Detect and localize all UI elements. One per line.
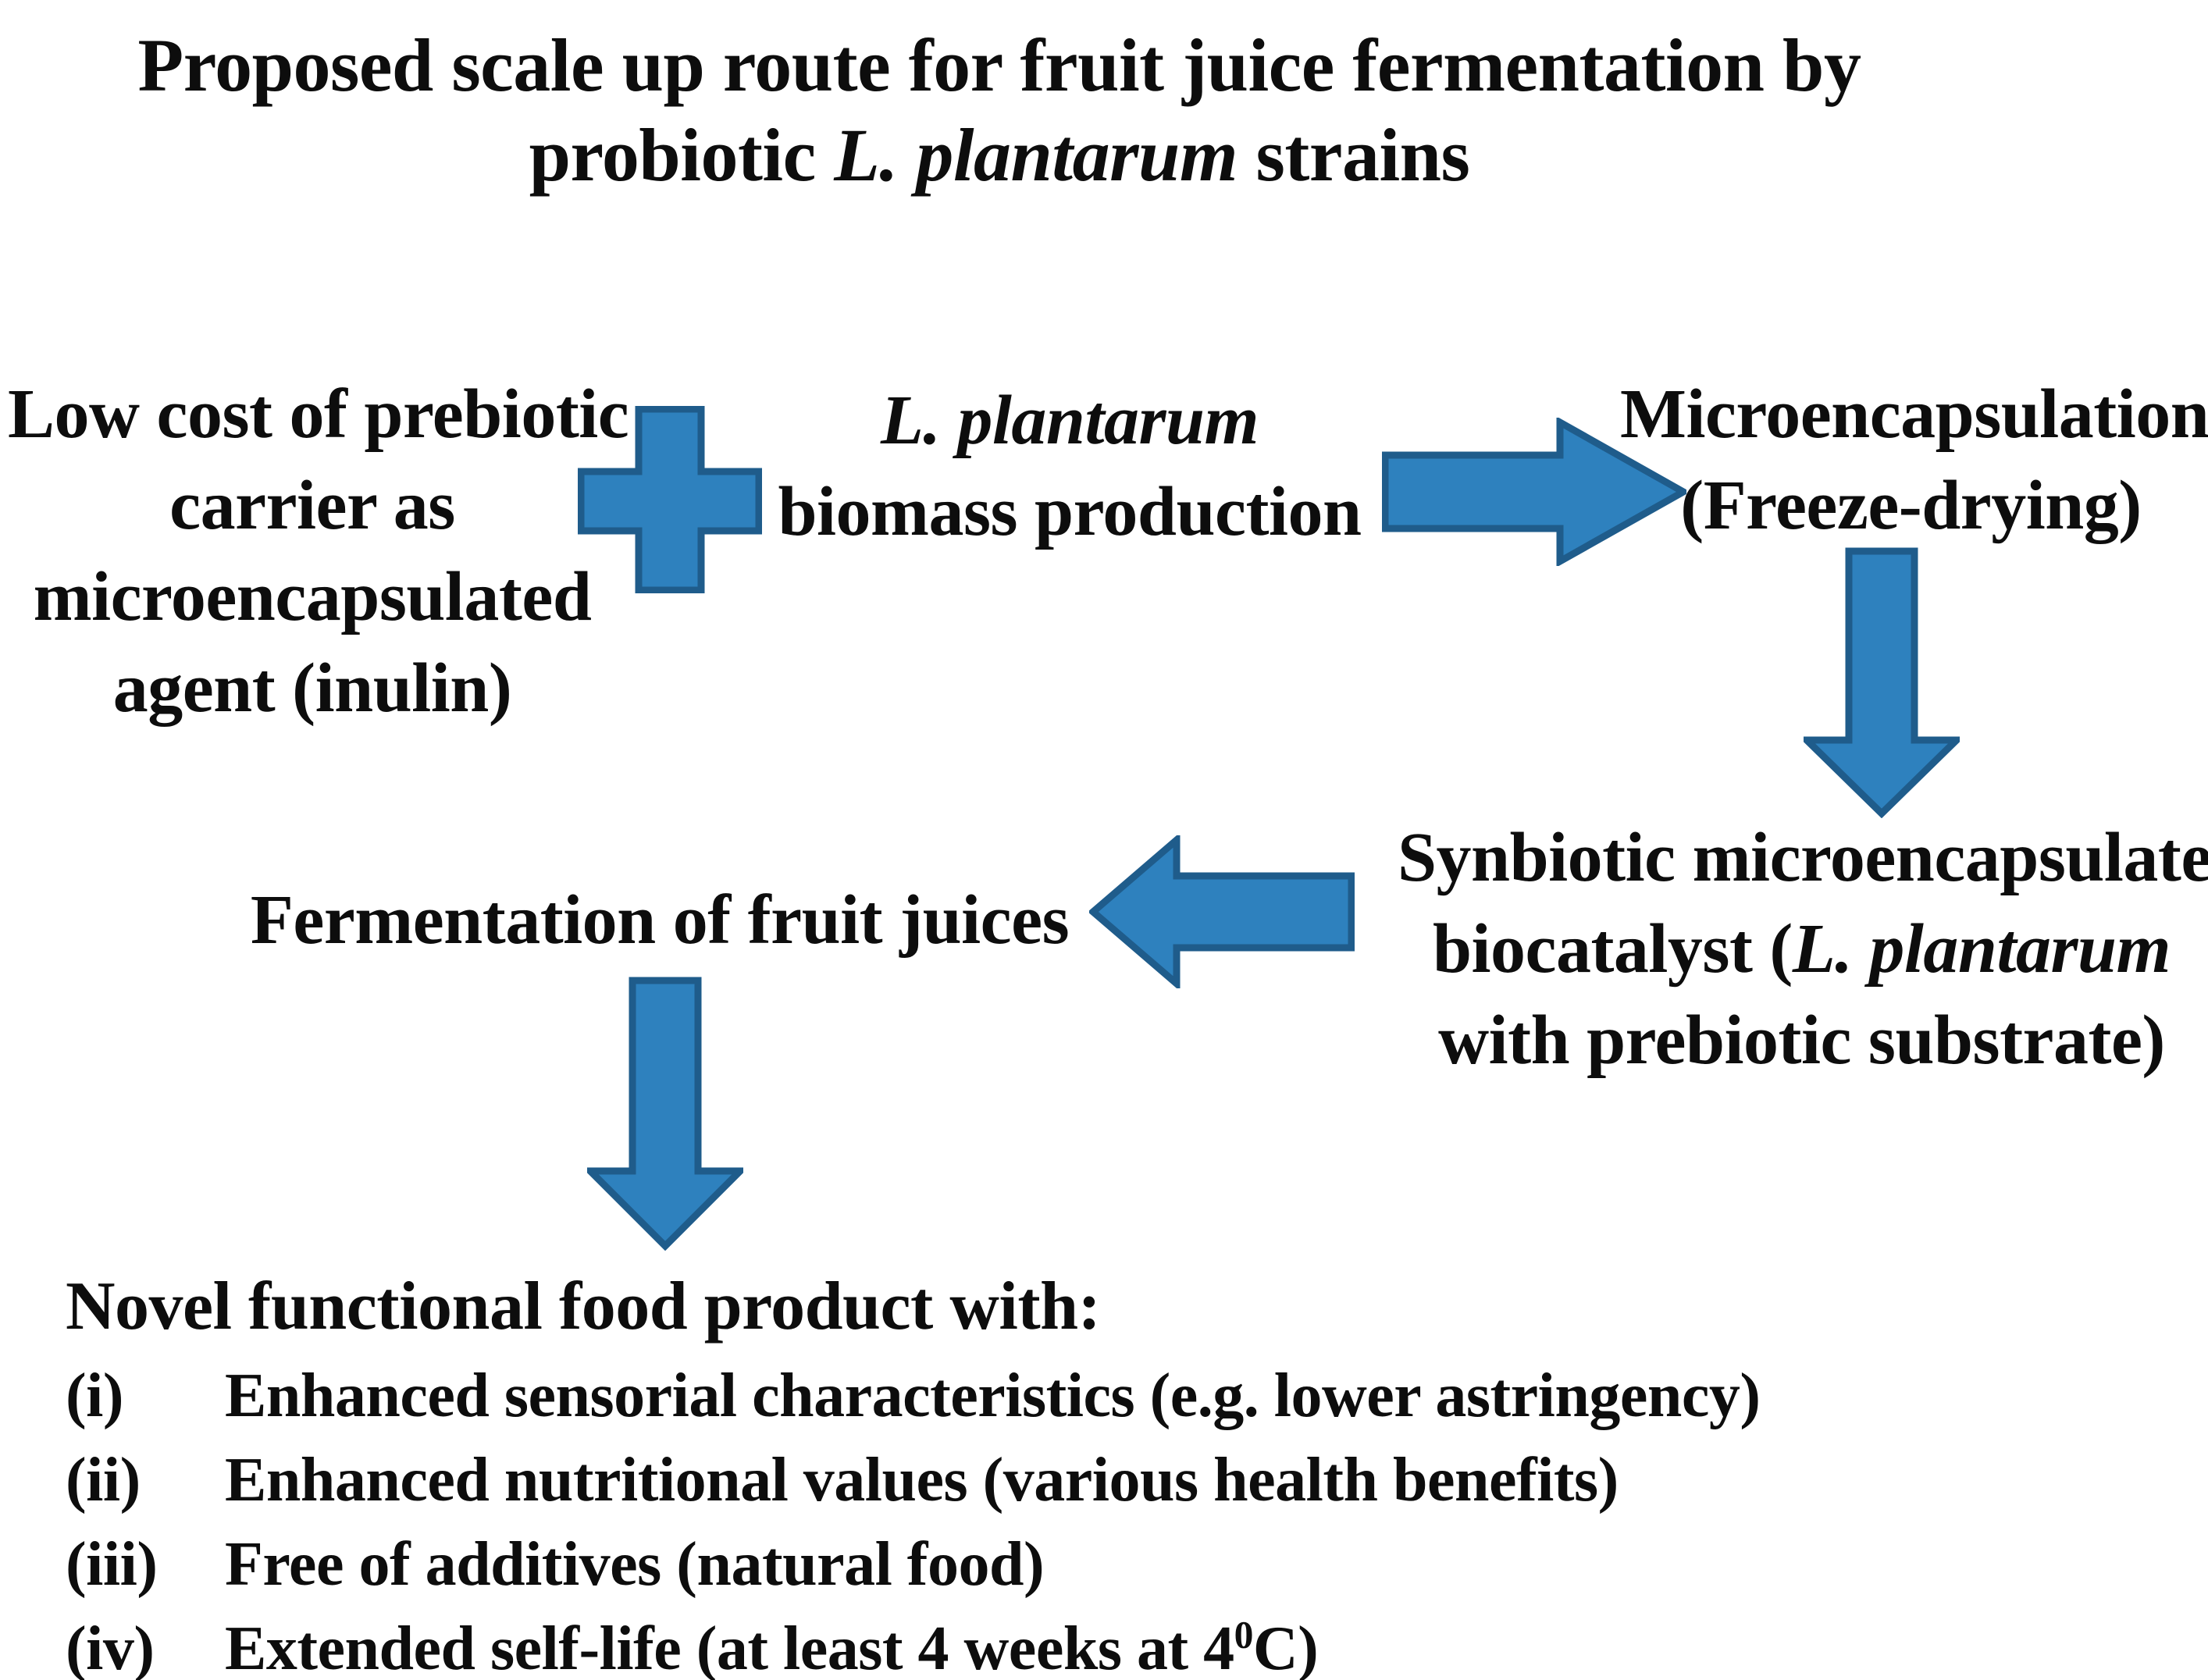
node-fermentation-line-1: Fermentation of fruit juices	[250, 881, 1070, 959]
node-microencapsulation-line-2: (Freeze-drying)	[1680, 467, 2142, 544]
list-item-marker: (ii)	[66, 1446, 141, 1515]
arrow-left-icon	[1089, 835, 1355, 988]
list-item-text: Extended self-life (at least 4 weeks at …	[225, 1613, 1939, 1680]
node-prebiotic-line-4: agent (inulin)	[112, 650, 512, 727]
node-synbiotic-line-1: Synbiotic microencapsulated	[1398, 819, 2208, 896]
page-title: Proposed scale up route for fruit juice …	[0, 20, 1999, 200]
title-line-2-prefix: probiotic	[529, 113, 835, 198]
node-prebiotic-line-1: Low cost of prebiotic	[8, 376, 629, 453]
title-line-1: Proposed scale up route for fruit juice …	[137, 23, 1861, 107]
list-item: (iv) Extended self-life (at least 4 week…	[66, 1613, 1939, 1680]
node-synbiotic-line-2: biocatalyst (L. plantarum	[1398, 903, 2206, 995]
list-item: (iii) Free of additives (natural food)	[66, 1532, 1939, 1597]
node-fermentation: Fermentation of fruit juices	[226, 874, 1093, 966]
list-item-text: Free of additives (natural food)	[225, 1530, 1045, 1600]
node-prebiotic-line-2: carrier as	[169, 467, 455, 544]
node-synbiotic-line-3: with prebiotic substrate)	[1438, 1002, 2165, 1079]
arrow-right-icon	[1382, 418, 1686, 566]
arrow-down-icon	[1804, 547, 1960, 818]
node-microencapsulation-line-1: Microencapsulation	[1620, 376, 2208, 453]
benefits-list: Novel functional food product with: (i) …	[66, 1269, 1939, 1680]
list-heading: Novel functional food product with:	[66, 1269, 1101, 1344]
node-prebiotic-line-3: microencapsulated	[33, 558, 592, 635]
node-synbiotic-species: L. plantarum	[1792, 910, 2171, 988]
list-item: (ii) Enhanced nutritional values (variou…	[66, 1447, 1939, 1513]
node-synbiotic-biocatalyst: Synbiotic microencapsulated biocatalyst …	[1398, 812, 2208, 1086]
node-microencapsulation: Microencapsulation (Freeze-drying)	[1620, 368, 2208, 551]
node-prebiotic-carrier: Low cost of prebiotic carrier as microen…	[8, 368, 629, 734]
node-synbiotic-line-2-prefix: biocatalyst (	[1432, 910, 1793, 988]
arrow-down-icon	[587, 977, 743, 1251]
list-item-text: Enhanced sensorial characteristics (e.g.…	[225, 1361, 1761, 1431]
list-item-marker: (i)	[66, 1361, 124, 1431]
title-line-2-suffix: strains	[1238, 113, 1470, 198]
list-item-marker: (iv)	[66, 1614, 155, 1680]
list-item: (i) Enhanced sensorial characteristics (…	[66, 1363, 1939, 1429]
title-species-name: L. plantarum	[834, 113, 1238, 198]
plus-sign-icon	[578, 406, 762, 593]
title-line-2: probiotic L. plantarum strains	[0, 110, 1999, 200]
list-item-text: Enhanced nutritional values (various hea…	[225, 1446, 1619, 1515]
list-item-text-prefix: Extended self-life (at least 4 weeks at …	[225, 1614, 1234, 1680]
list-item-marker: (iii)	[66, 1530, 158, 1600]
node-biomass-species: L. plantarum	[880, 382, 1259, 459]
node-biomass-production: L. plantarum biomass production	[773, 375, 1366, 557]
list-item-text-suffix: C)	[1252, 1614, 1319, 1680]
degree-superscript: 0	[1234, 1613, 1254, 1657]
node-biomass-line-2: biomass production	[778, 473, 1362, 550]
